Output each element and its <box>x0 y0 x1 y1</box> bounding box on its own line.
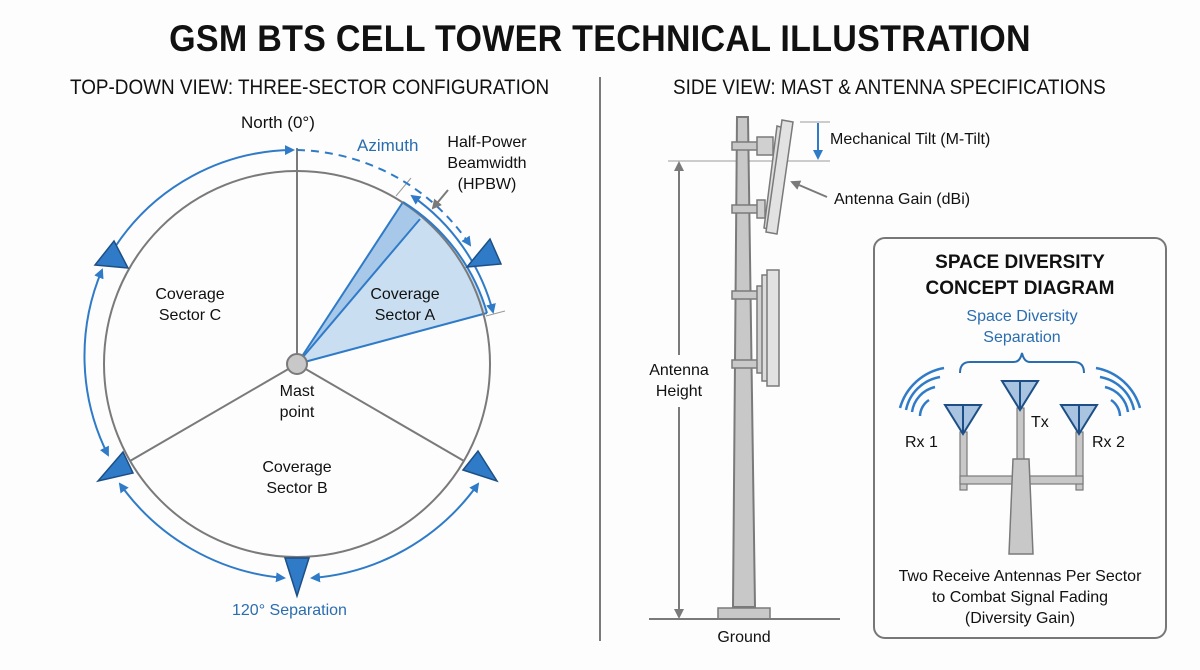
tx-antenna <box>1000 380 1040 412</box>
sd-separation-label: Space Diversity Separation <box>962 306 1082 348</box>
sd-title-line2: CONCEPT DIAGRAM <box>925 278 1115 299</box>
azimuth-solid-arc <box>114 145 295 248</box>
antenna-sector-b-left <box>95 450 135 483</box>
antenna-height-label: Antenna Height <box>639 360 719 402</box>
mast-point-label: Mast point <box>257 381 337 423</box>
separation-arc-left-upper <box>83 268 109 457</box>
mast-point <box>286 353 308 375</box>
rx1-label: Rx 1 <box>905 434 938 451</box>
top-down-view-title: TOP-DOWN VIEW: THREE-SECTOR CONFIGURATIO… <box>70 76 550 99</box>
side-view-title: SIDE VIEW: MAST & ANTENNA SPECIFICATIONS <box>673 76 1106 99</box>
lower-antenna-bracket-upper <box>731 290 761 300</box>
antenna-height-line1: Antenna <box>649 362 709 379</box>
sector-a-hpbw-band <box>297 202 420 364</box>
hpbw-label-line1: Half-Power <box>447 134 527 151</box>
hpbw-double-arrow <box>410 194 496 314</box>
sector-a-edge-left <box>296 201 404 365</box>
lower-antenna-panel <box>766 269 780 387</box>
antenna-height-line2: Height <box>655 383 703 400</box>
hpbw-tick-end <box>485 310 506 317</box>
panel-divider <box>599 77 601 641</box>
antenna-sector-a <box>465 237 503 268</box>
sector-a-label-line1: Coverage <box>370 286 440 303</box>
top-antenna-mount-lower <box>756 199 766 219</box>
hpbw-pointer-arrow <box>431 189 449 210</box>
hpbw-label-line2: Beamwidth <box>447 155 527 172</box>
signal-waves-left <box>898 366 945 417</box>
rx2-antenna <box>1059 404 1099 436</box>
sector-c-label-line1: Coverage <box>155 286 225 303</box>
sector-b-label: Coverage Sector B <box>242 457 352 499</box>
sd-title-line1: SPACE DIVERSITY <box>935 252 1105 273</box>
sd-caption-line2: to Combat Signal Fading <box>931 589 1109 606</box>
mast-base <box>717 607 771 620</box>
top-antenna-bracket-upper <box>731 141 761 151</box>
mech-tilt-label: Mechanical Tilt (M-Tilt) <box>830 131 991 148</box>
lower-antenna-bracket-lower <box>731 359 761 369</box>
top-antenna-bracket-lower <box>731 204 761 214</box>
space-diversity-box <box>873 237 1167 639</box>
antenna-sector-a-b-right <box>461 449 499 483</box>
top-down-diagram <box>83 145 506 599</box>
ground-label: Ground <box>717 629 771 646</box>
signal-waves-right <box>1095 366 1142 417</box>
separation-label: 120° Separation <box>232 602 347 619</box>
sd-separation-line1: Space Diversity <box>966 308 1078 325</box>
sector-b-label-line2: Sector B <box>266 480 328 497</box>
divider-b-c <box>129 363 298 462</box>
side-view-diagram <box>649 116 1142 620</box>
north-label: North (0°) <box>241 113 315 132</box>
mast-label-line1: Mast <box>279 383 315 400</box>
azimuth-label: Azimuth <box>357 136 419 155</box>
hpbw-label: Half-Power Beamwidth (HPBW) <box>432 132 542 195</box>
sd-caption-line1: Two Receive Antennas Per Sector <box>898 568 1142 585</box>
rx2-label: Rx 2 <box>1092 434 1125 451</box>
top-antenna-panel <box>765 119 794 235</box>
sd-caption-line3: (Diversity Gain) <box>964 610 1076 627</box>
sector-a-edge-inner <box>296 218 421 365</box>
sd-caption: Two Receive Antennas Per Sector to Comba… <box>873 566 1167 629</box>
space-diversity-title: SPACE DIVERSITY CONCEPT DIAGRAM <box>873 250 1167 302</box>
antenna-sector-b-bottom <box>283 557 311 599</box>
antenna-gain-label: Antenna Gain (dBi) <box>834 191 971 208</box>
hpbw-label-line3: (HPBW) <box>457 176 517 193</box>
diversity-mast <box>1008 458 1034 555</box>
divider-a-b <box>296 363 465 462</box>
antenna-sector-c-upper <box>93 239 130 269</box>
separation-brace <box>959 352 1085 374</box>
sector-b-label-line1: Coverage <box>262 459 332 476</box>
hpbw-tick-start <box>395 177 412 197</box>
mast-label-line2: point <box>279 404 315 421</box>
tx-label: Tx <box>1031 414 1049 431</box>
top-antenna-mount-upper <box>756 136 774 156</box>
separation-arc-right-lower <box>310 482 480 583</box>
separation-arc-left-lower <box>118 482 286 583</box>
main-title: GSM BTS CELL TOWER TECHNICAL ILLUSTRATIO… <box>169 18 1031 59</box>
sector-a-label: Coverage Sector A <box>350 284 460 326</box>
sector-c-label-line2: Sector C <box>158 307 222 324</box>
sector-a-edge-right <box>296 312 488 365</box>
antenna-gain-pointer <box>790 180 828 198</box>
sector-c-label: Coverage Sector C <box>135 284 245 326</box>
sd-separation-line2: Separation <box>983 329 1061 346</box>
sector-a-label-line2: Sector A <box>374 307 436 324</box>
azimuth-dashed-arc <box>296 149 472 247</box>
rx1-antenna <box>943 404 983 436</box>
